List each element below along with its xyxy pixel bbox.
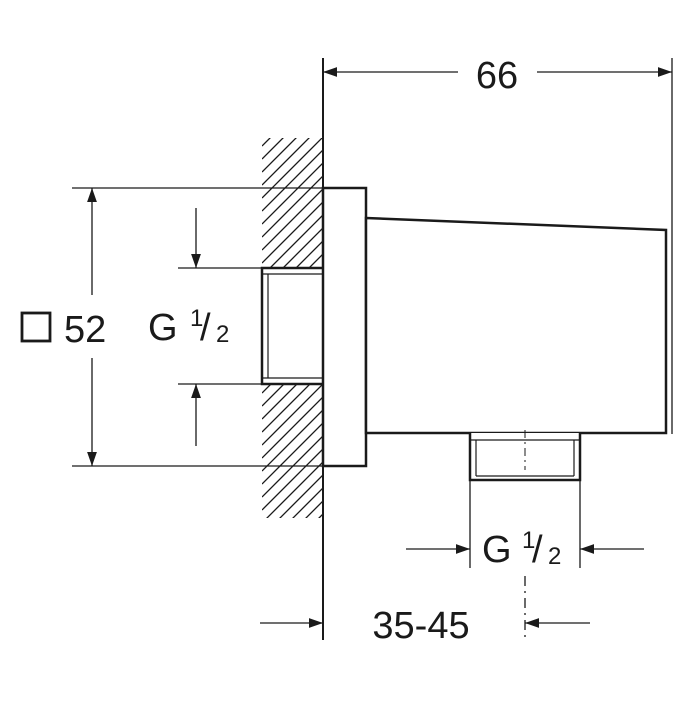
hatch-line	[279, 473, 324, 518]
hatch-line	[262, 71, 324, 133]
hatch-line	[262, 187, 324, 251]
hatch-line	[262, 138, 310, 186]
dimension-66-label: 66	[476, 55, 518, 97]
hatch-line	[262, 213, 324, 277]
hatch-line	[262, 552, 324, 614]
hatch-line	[262, 174, 324, 238]
hatch-line	[262, 578, 324, 640]
inlet-thread	[260, 266, 323, 386]
hatch-line	[262, 565, 324, 627]
hatch-line	[262, 148, 324, 212]
hatch-line	[262, 138, 271, 147]
dimension-inlet-thread	[178, 208, 262, 446]
hatch-line	[262, 161, 324, 225]
rosette-flange	[321, 186, 368, 468]
hatch-line	[262, 138, 284, 160]
dimension-52	[72, 187, 323, 467]
hatch-line	[305, 499, 324, 518]
square-icon	[20, 311, 52, 343]
hatch-line	[262, 447, 324, 511]
hatch-line	[262, 382, 324, 446]
hatch-line	[262, 58, 324, 120]
elbow-body	[364, 216, 668, 435]
outlet-connector	[468, 430, 582, 482]
hatch-line	[262, 138, 297, 173]
outlet-thread-label: G 1 / 2	[482, 527, 561, 571]
hatch-line	[262, 539, 324, 601]
dimension-52-label: 52	[64, 309, 106, 351]
dimension-outlet-thread	[406, 480, 644, 568]
hatch-line	[262, 408, 324, 472]
wall-bore-mask	[262, 268, 324, 384]
hatch-line	[266, 460, 324, 518]
inlet-thread-label: G 1 / 2	[148, 305, 229, 349]
hatch-line	[318, 512, 324, 518]
hatch-line	[262, 526, 324, 588]
dimension-66	[323, 58, 673, 434]
hatch-line	[262, 395, 324, 459]
hatch-line	[262, 591, 324, 653]
dimension-offset-label: 35-45	[372, 605, 469, 647]
hatch-line	[292, 486, 324, 518]
dimension-offset	[260, 576, 590, 640]
hatch-line	[262, 138, 323, 199]
hatch-line	[262, 200, 324, 264]
hatch-line	[262, 421, 324, 485]
